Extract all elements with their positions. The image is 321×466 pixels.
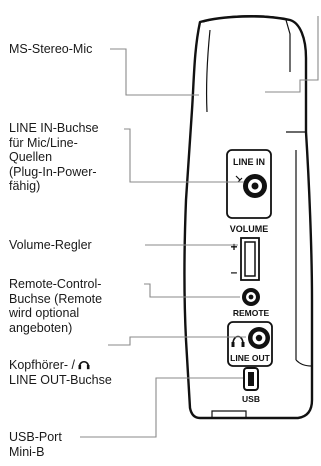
label-ms-stereo-mic: MS-Stereo-Mic <box>9 42 93 56</box>
line-in-marking: LINE IN <box>233 157 265 167</box>
leader-mic <box>110 48 199 96</box>
headphone-icon <box>78 360 90 370</box>
leader-remote <box>144 283 240 298</box>
label-headphone-prefix: Kopfhörer- / <box>9 358 79 372</box>
leader-top-right <box>265 16 319 93</box>
leader-line-in <box>124 128 244 183</box>
label-line-in: LINE IN-Buchse für Mic/Line- Quellen (Pl… <box>9 121 99 193</box>
mic-grille-left-edge <box>206 29 211 113</box>
line-out-jack-hole[interactable] <box>255 334 263 342</box>
line-out-marking: LINE OUT <box>230 353 270 363</box>
body-foot-line <box>211 410 247 418</box>
remote-marking: REMOTE <box>233 308 270 318</box>
remote-jack-hole[interactable] <box>248 294 254 300</box>
leader-usb <box>80 377 243 438</box>
usb-marking: USB <box>242 394 260 404</box>
label-headphone-line-out: Kopfhörer- / LINE OUT-Buchse <box>9 358 112 387</box>
plug-in-power-mic-icon <box>235 175 243 183</box>
volume-slider-knob[interactable] <box>244 241 256 277</box>
volume-marking: VOLUME <box>230 224 269 234</box>
label-remote: Remote-Control- Buchse (Remote wird opti… <box>9 277 103 335</box>
volume-plus-marking: + <box>230 240 237 254</box>
mic-grille-edge <box>285 19 291 72</box>
label-line-out: LINE OUT-Buchse <box>9 372 112 387</box>
line-in-jack-hole[interactable] <box>251 182 259 190</box>
body-right-step <box>295 359 313 367</box>
leader-headphone <box>108 336 246 346</box>
volume-minus-marking: – <box>231 265 238 279</box>
label-usb: USB-Port Mini-B <box>9 430 62 459</box>
label-volume: Volume-Regler <box>9 238 92 252</box>
mic-cap-seam <box>202 15 291 23</box>
usb-port-inner <box>248 372 254 386</box>
